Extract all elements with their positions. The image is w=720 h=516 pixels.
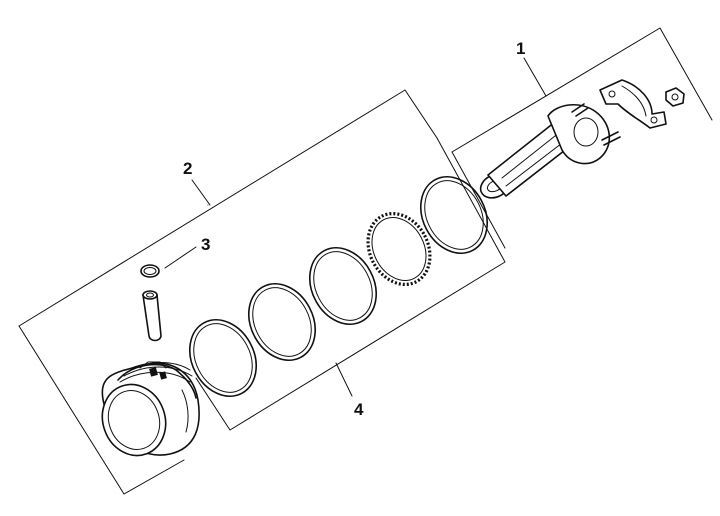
piston-pin-retainer bbox=[140, 264, 160, 278]
piston-ring-expander bbox=[366, 212, 432, 286]
leader-line-4 bbox=[335, 362, 353, 397]
connecting-rod bbox=[479, 103, 621, 199]
callout-1: 1 bbox=[516, 39, 525, 58]
leader-line-3 bbox=[164, 246, 197, 269]
rod-cap-nut bbox=[665, 87, 685, 107]
piston-ring-oil bbox=[189, 319, 257, 397]
callout-2: 2 bbox=[183, 159, 192, 178]
leader-line-1 bbox=[523, 57, 547, 97]
callout-4: 4 bbox=[354, 400, 364, 419]
piston-ring-top bbox=[309, 247, 377, 325]
connecting-rod-cap bbox=[599, 79, 667, 129]
piston-assembly-group-frame bbox=[18, 89, 438, 495]
callout-3: 3 bbox=[201, 235, 210, 254]
piston-ring-rail bbox=[420, 176, 488, 254]
ring-set-group-frame bbox=[195, 137, 506, 431]
piston bbox=[101, 361, 200, 457]
leader-line-2 bbox=[191, 179, 211, 206]
connecting-rod-group-frame bbox=[451, 27, 713, 249]
piston-pin bbox=[142, 290, 162, 342]
piston-ring-second bbox=[248, 283, 316, 361]
